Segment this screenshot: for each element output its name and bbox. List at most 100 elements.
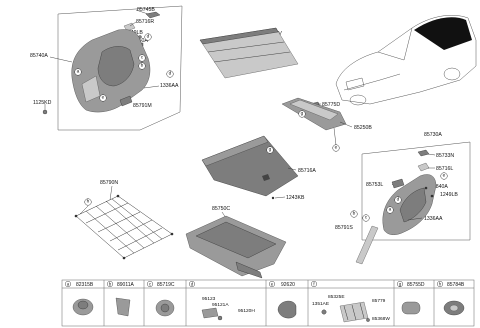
- label-61840A: 61840A: [430, 184, 448, 190]
- label-85716A: 85716A: [298, 168, 316, 174]
- label-85250B: 85250B: [354, 125, 372, 131]
- legend-cell-g-part: [401, 301, 421, 315]
- svg-text:d: d: [191, 282, 194, 287]
- label-1336AA-left: 1336AA: [424, 216, 443, 222]
- vehicle-grille: [345, 77, 365, 91]
- callout-b-right: b: [350, 210, 358, 218]
- label-85716L: 85716L: [436, 166, 453, 172]
- svg-text:e: e: [443, 174, 446, 179]
- luggage-floor-handle: [262, 174, 270, 181]
- svg-text:85325E: 85325E: [328, 294, 345, 300]
- leader-e-sill: [333, 127, 337, 146]
- trunk-sill-group: 85775D 85250B g e: [281, 97, 372, 152]
- left-quarter-trim-lower-face: [81, 75, 101, 103]
- leader-85745B: [135, 9, 149, 15]
- legend-header-h: h 85784B: [436, 280, 465, 288]
- vehicle-windshield: [377, 27, 413, 61]
- svg-text:b: b: [353, 211, 356, 217]
- bolt-1125KD: [42, 109, 48, 115]
- vehicle-hood-line: [343, 73, 401, 91]
- label-85730A: 85730A: [424, 132, 442, 138]
- luggage-floor-edge: [201, 135, 269, 167]
- callout-c-left: c: [138, 54, 146, 62]
- leader-1243KB: [274, 196, 286, 199]
- svg-text:82315B: 82315B: [76, 282, 94, 288]
- storage-tray-cavity: [195, 221, 277, 259]
- vehicle-front-wheel: [349, 94, 367, 106]
- label-1125KD: 1125KD: [33, 100, 52, 106]
- callout-h-net: h: [84, 198, 92, 206]
- label-85791M: 85791M: [133, 103, 152, 109]
- svg-text:d: d: [397, 197, 400, 203]
- svg-text:e: e: [335, 146, 338, 151]
- clip-61840A: [424, 186, 428, 190]
- svg-text:e: e: [102, 96, 105, 101]
- cargo-net-outline: [75, 195, 173, 259]
- callout-d-right: d: [394, 196, 402, 204]
- left-quarter-trim-recess: [97, 46, 135, 87]
- cargo-net-hook-1: [74, 214, 78, 218]
- svg-text:g: g: [301, 112, 304, 117]
- leader-85753L: [391, 183, 394, 186]
- cargo-net-hook-2: [116, 194, 120, 198]
- callout-d-top: d: [144, 33, 152, 41]
- legend-header-g: g 85755D: [396, 280, 425, 288]
- callout-g-floor: g: [266, 146, 274, 154]
- svg-text:c: c: [149, 282, 151, 287]
- callout-e-left: e: [99, 94, 107, 102]
- svg-text:h: h: [439, 282, 442, 287]
- trunk-sill-top-face: [289, 99, 339, 121]
- svg-text:85755D: 85755D: [407, 282, 425, 288]
- label-85745B: 85745B: [137, 7, 155, 13]
- tonneau-cover-rail: [199, 27, 279, 45]
- label-85775D: 85775D: [322, 102, 340, 108]
- legend-cell-b-part: [115, 297, 131, 317]
- callout-c-right: c: [362, 214, 370, 222]
- label-85733N: 85733N: [436, 153, 454, 159]
- label-85753L: 85753L: [366, 182, 383, 188]
- callout-e-sill: e: [332, 144, 340, 152]
- legend-header-e: e 92620: [268, 280, 295, 288]
- part-85716R-shape: [123, 22, 136, 32]
- callout-a-right: a: [386, 206, 394, 214]
- tonneau-cover-group: 85910V: [199, 27, 299, 79]
- svg-text:1351AE: 1351AE: [312, 301, 329, 307]
- legend-cell-e-part: [277, 300, 297, 319]
- legend-header-a: a 82315B: [64, 280, 94, 288]
- label-1249LB-left: 1249LB: [440, 192, 458, 198]
- leader-h-net: [79, 205, 89, 215]
- label-85790N: 85790N: [100, 180, 118, 186]
- screw-1249LB-left: [430, 194, 434, 198]
- svg-text:b: b: [141, 63, 144, 69]
- vehicle-highlighted-area: [414, 17, 472, 50]
- svg-text:95123: 95123: [202, 296, 216, 302]
- svg-text:85368W: 85368W: [372, 316, 390, 322]
- bolt-1243KB: [271, 196, 275, 200]
- vehicle-rear-wheel: [443, 67, 461, 81]
- svg-text:c: c: [141, 56, 144, 61]
- part-85716L-shape: [417, 162, 430, 172]
- legend-header-f: f: [310, 280, 318, 288]
- label-85740A: 85740A: [30, 53, 48, 59]
- legend-cell-d-parts: 95123 95121A 95120H: [201, 296, 255, 321]
- svg-text:d: d: [147, 34, 150, 40]
- right-quarter-trim-strip: [355, 225, 379, 265]
- leader-85740A: [49, 56, 73, 63]
- label-85750C: 85750C: [212, 206, 230, 212]
- leader-85250B: [339, 121, 353, 128]
- leader-85716R: [129, 21, 137, 27]
- svg-text:85779: 85779: [372, 298, 386, 304]
- right-quarter-trim-frame: [361, 141, 471, 241]
- legend-header-c: c 85719C: [146, 280, 175, 288]
- right-quarter-trim-group: 85730A 85733N 85716L 85753L 61840A 1249L…: [335, 132, 471, 265]
- svg-text:a: a: [67, 282, 70, 287]
- svg-text:c: c: [365, 216, 368, 221]
- cargo-net-hook-3: [170, 232, 174, 236]
- cargo-net-group: 85790N h: [74, 180, 174, 260]
- left-quarter-trim-group: 85745B 85716R 1249LB 61850A 85740A 1125K…: [30, 5, 183, 131]
- leader-85716A: [287, 167, 297, 171]
- luggage-floor-group: 85716A 1243KB g: [201, 135, 316, 201]
- svg-text:f: f: [313, 282, 315, 287]
- callout-d-left: d: [166, 70, 174, 78]
- label-1243KB: 1243KB: [286, 195, 305, 201]
